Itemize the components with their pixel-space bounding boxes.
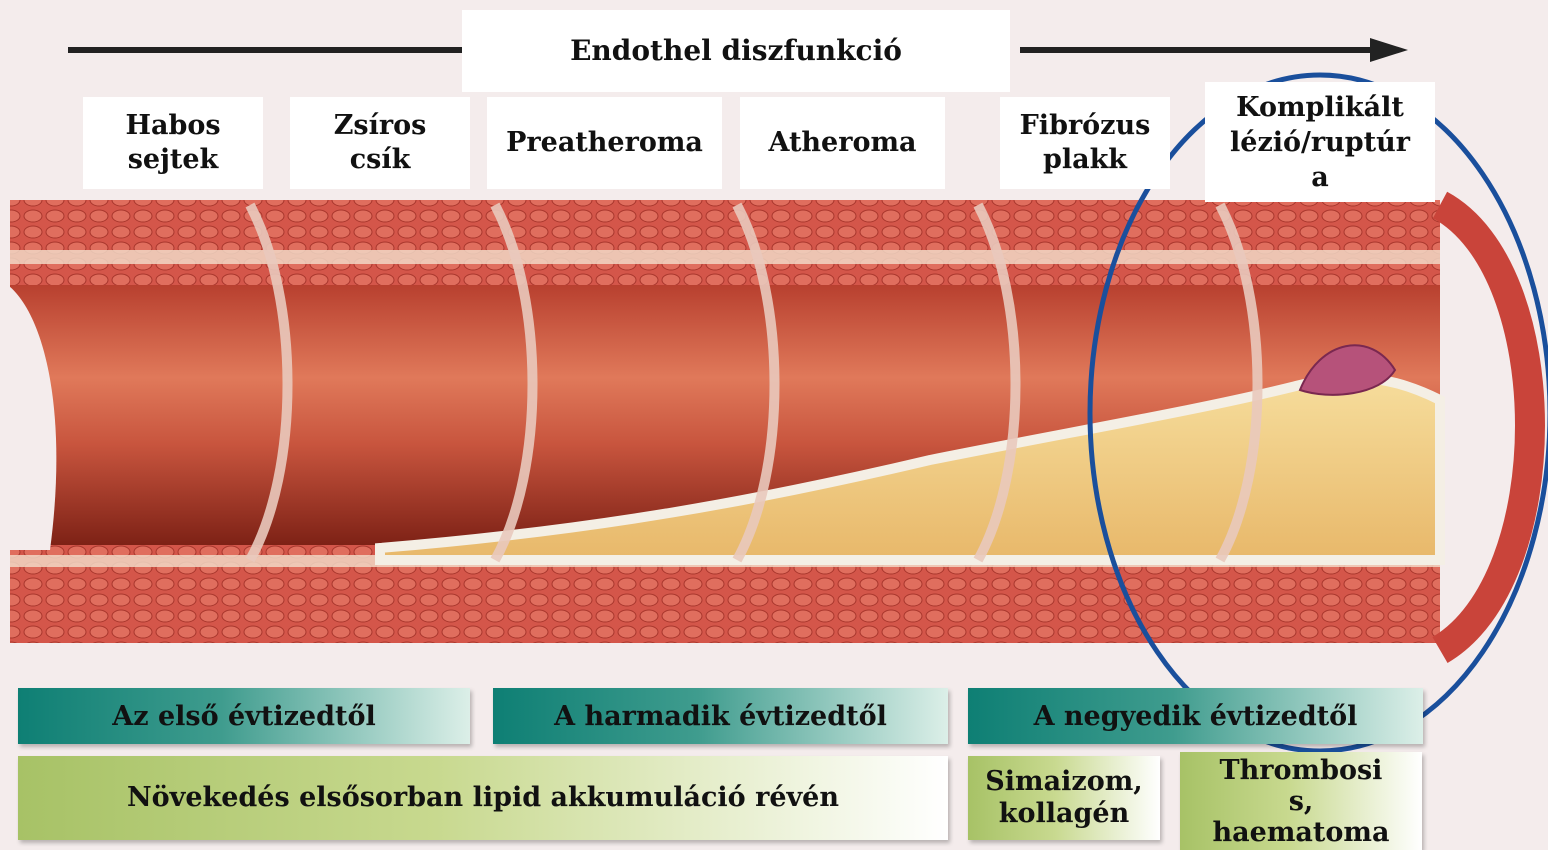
stage-label-atheroma: Atheroma bbox=[740, 97, 945, 189]
stage-label-zsiros-csik: Zsíros csík bbox=[290, 97, 470, 189]
stage-label-habos-sejtek: Habos sejtek bbox=[83, 97, 263, 189]
page-title: Endothel diszfunkció bbox=[462, 10, 1010, 92]
stage-label-fibrozus-plakk: Fibrózus plakk bbox=[1000, 97, 1170, 189]
mechanism-bar-smooth-muscle: Simaizom, kollagén bbox=[968, 756, 1160, 840]
stage-label-preatheroma: Preatheroma bbox=[487, 97, 722, 189]
onset-bar-first-decade: Az első évtizedtől bbox=[18, 688, 470, 744]
mechanism-bar-lipid: Növekedés elsősorban lipid akkumuláció r… bbox=[18, 756, 948, 840]
arrow-head-icon bbox=[1370, 38, 1408, 62]
onset-bar-third-decade: A harmadik évtizedtől bbox=[493, 688, 948, 744]
mechanism-bar-thrombosis: Thrombosi s, haematoma bbox=[1180, 752, 1422, 850]
onset-bar-fourth-decade: A negyedik évtizedtől bbox=[968, 688, 1423, 744]
stage-label-komplikalt-lezio: Komplikált lézió/ruptúr a bbox=[1205, 82, 1435, 202]
